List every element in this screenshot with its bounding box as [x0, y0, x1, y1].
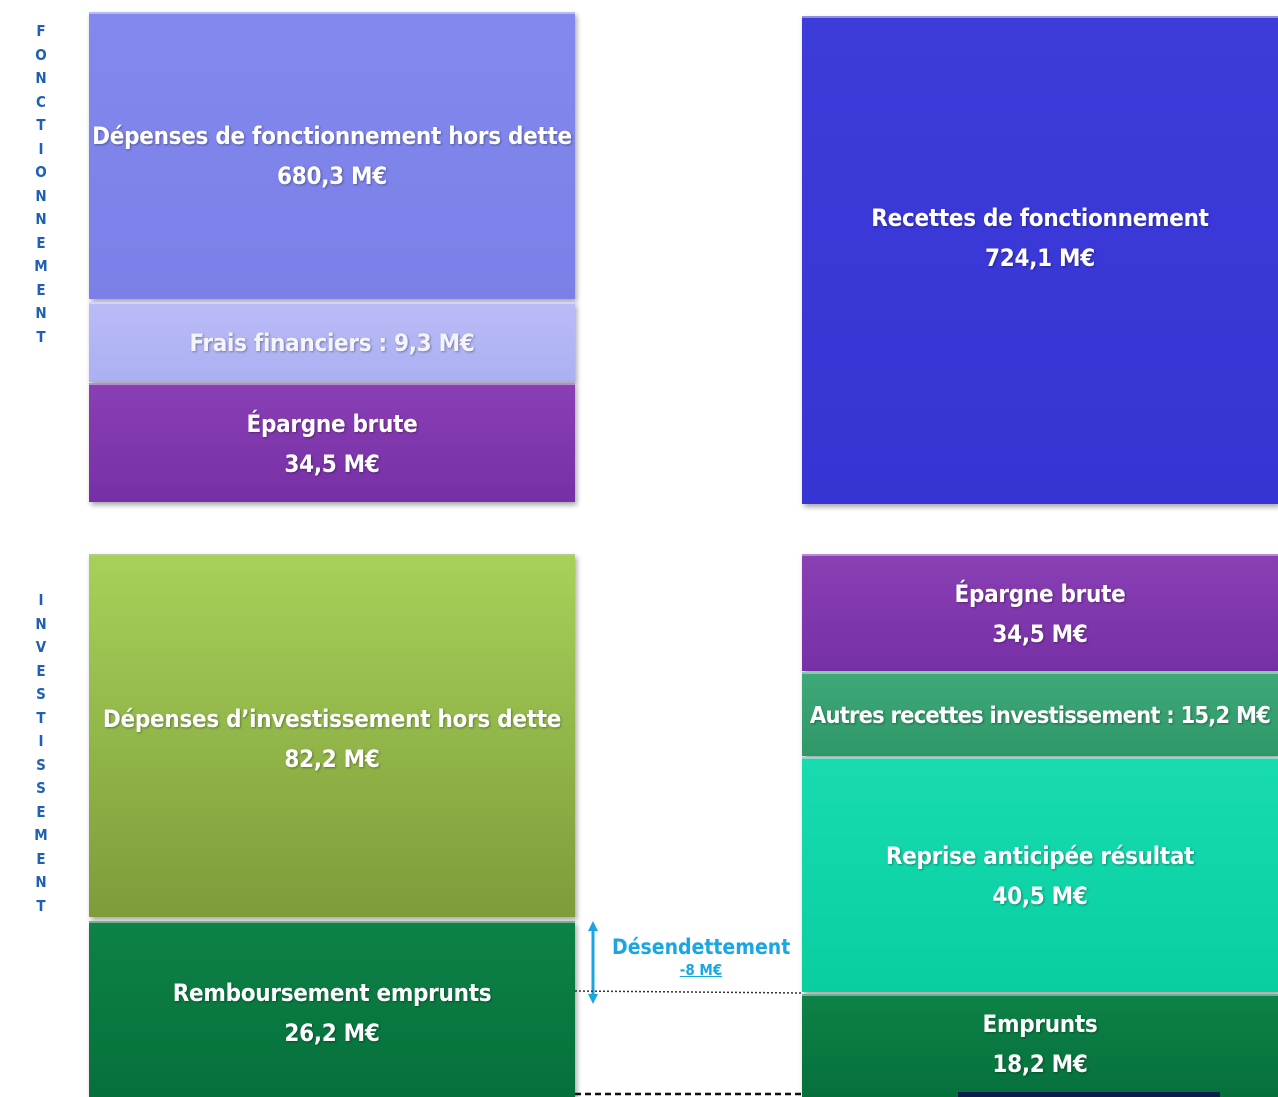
block-reprise-anticipee-resultat: Reprise anticipée résultat 40,5 M€ — [802, 757, 1278, 992]
block-label: Frais financiers : 9,3 M€ — [189, 329, 475, 357]
block-depenses-fonctionnement: Dépenses de fonctionnement hors dette 68… — [89, 12, 575, 299]
block-label: Recettes de fonctionnement — [871, 204, 1209, 232]
section-letter: I — [38, 139, 44, 158]
dotted-line-upper — [574, 990, 803, 994]
section-letter: N — [35, 186, 47, 205]
block-recettes-fonctionnement: Recettes de fonctionnement 724,1 M€ — [802, 16, 1278, 504]
section-letter: S — [36, 685, 46, 703]
block-label: Reprise anticipée résultat — [885, 841, 1195, 870]
block-frais-financiers: Frais financiers : 9,3 M€ — [89, 302, 575, 382]
block-value: 724,1 M€ — [985, 244, 1095, 272]
section-letter: I — [38, 591, 44, 609]
block-value: 40,5 M€ — [992, 881, 1088, 910]
block-value: 18,2 M€ — [992, 1050, 1088, 1078]
block-value: 34,5 M€ — [992, 619, 1088, 648]
block-label: Dépenses d’investissement hors dette — [102, 705, 562, 733]
block-depenses-investissement: Dépenses d’investissement hors dette 82,… — [89, 554, 575, 917]
section-letter: T — [36, 708, 46, 727]
block-epargne-brute-left: Épargne brute 34,5 M€ — [89, 383, 575, 502]
section-letter: O — [35, 163, 47, 181]
section-letter: V — [35, 638, 47, 656]
section-letter: E — [36, 802, 46, 821]
section-letter: E — [36, 280, 46, 299]
block-label: Remboursement emprunts — [172, 979, 492, 1007]
section-letter: N — [35, 873, 47, 891]
section-letter: E — [36, 233, 46, 252]
block-emprunts: Emprunts 18,2 M€ — [802, 994, 1278, 1097]
section-letter: E — [36, 661, 46, 680]
section-letter: M — [34, 826, 48, 844]
section-letter: N — [35, 210, 47, 228]
block-value: 680,3 M€ — [277, 162, 387, 190]
block-value: 34,5 M€ — [284, 449, 380, 478]
block-epargne-brute-right: Épargne brute 34,5 M€ — [802, 554, 1278, 671]
section-letter: S — [36, 779, 46, 797]
section-letter: N — [35, 614, 47, 633]
section-letter: T — [36, 116, 46, 134]
block-label: Épargne brute — [954, 579, 1126, 608]
block-label: Autres recettes investissement : 15,2 M€ — [809, 701, 1271, 729]
desendettement-label: Désendettement -8 M€ — [612, 932, 790, 978]
block-value: 26,2 M€ — [284, 1019, 380, 1047]
block-remboursement-emprunts: Remboursement emprunts 26,2 M€ — [89, 921, 575, 1097]
section-letter: E — [36, 849, 46, 868]
desendettement-value: -8 M€ — [679, 961, 723, 979]
section-letter: M — [34, 257, 48, 275]
bottom-strip — [958, 1092, 1220, 1097]
block-label: Dépenses de fonctionnement hors dette — [92, 122, 572, 150]
section-letter: N — [35, 69, 47, 87]
section-letter: S — [36, 755, 46, 774]
block-label: Épargne brute — [246, 409, 418, 438]
section-letter: N — [35, 304, 47, 322]
section-letter: T — [36, 896, 46, 915]
block-value: 82,2 M€ — [284, 745, 380, 773]
section-letter: O — [35, 45, 47, 64]
section-letter: C — [36, 92, 46, 111]
section-letter: I — [38, 732, 44, 750]
block-autres-recettes-investissement: Autres recettes investissement : 15,2 M€ — [802, 672, 1278, 756]
section-letter: F — [36, 22, 46, 40]
block-label: Emprunts — [982, 1010, 1098, 1038]
desendettement-title: Désendettement — [612, 935, 791, 959]
section-letter: T — [36, 327, 46, 346]
